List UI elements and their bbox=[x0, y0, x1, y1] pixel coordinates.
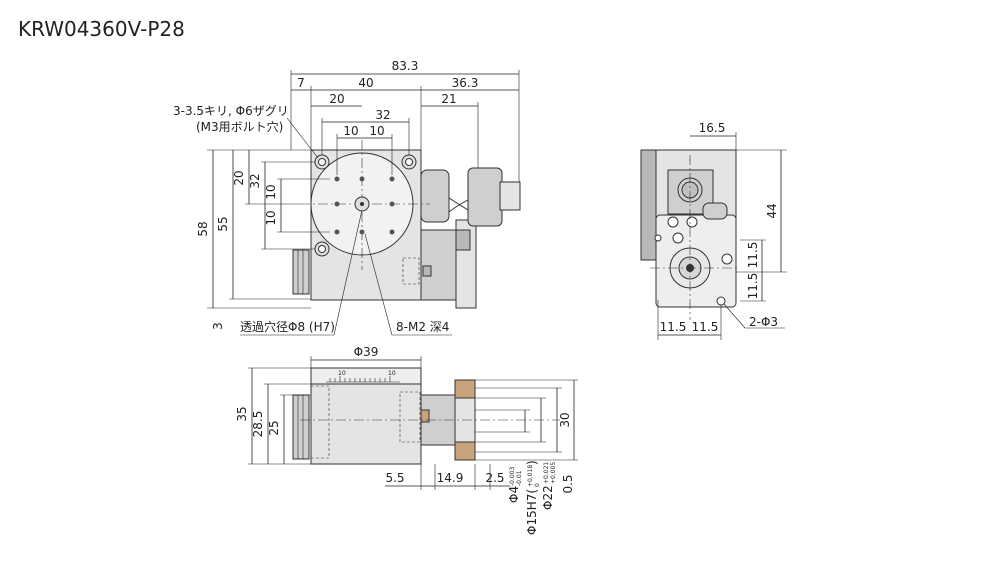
section-hatch-top bbox=[454, 379, 476, 399]
svg-text:+0.005: +0.005 bbox=[550, 462, 557, 484]
svg-text:+0.021: +0.021 bbox=[543, 462, 550, 484]
dim-32-h: 32 bbox=[375, 108, 390, 122]
dim-2-5: 2.5 bbox=[485, 471, 504, 485]
dim-21: 21 bbox=[441, 92, 456, 106]
dim-14-9: 14.9 bbox=[437, 471, 464, 485]
phi22-label: Φ22 +0.021 +0.005 bbox=[541, 462, 557, 510]
top-view: 83.3 7 40 36.3 20 21 32 10 10 3-3.5キリ, Φ… bbox=[173, 59, 521, 336]
dim-58: 58 bbox=[196, 221, 210, 236]
knob-left bbox=[292, 249, 310, 295]
dim-11-5-h1: 11.5 bbox=[660, 320, 687, 334]
dim-3: 3 bbox=[211, 322, 225, 330]
connector-housing bbox=[467, 167, 503, 227]
top-dimensions: 83.3 7 40 36.3 20 21 32 10 10 bbox=[290, 59, 520, 182]
dim-7: 7 bbox=[297, 76, 305, 90]
dim-30: 30 bbox=[558, 412, 572, 427]
dim-0-5: 0.5 bbox=[561, 474, 575, 493]
dim-16-5: 16.5 bbox=[699, 121, 726, 135]
svg-text:-0.003: -0.003 bbox=[509, 466, 516, 486]
dim-10-b: 10 bbox=[369, 124, 384, 138]
dim-20: 20 bbox=[329, 92, 344, 106]
counterbore-note-2: (M3用ボルト穴) bbox=[196, 119, 283, 134]
section-hatch-bottom bbox=[454, 441, 476, 461]
phi4-label: Φ4 -0.003 -0.01 bbox=[507, 466, 523, 503]
svg-text:+0.018: +0.018 bbox=[527, 465, 534, 487]
svg-text:): ) bbox=[525, 460, 539, 465]
motor-housing bbox=[420, 169, 450, 223]
front-view: 10 10 Φ39 35 28.5 25 30 bbox=[235, 345, 578, 535]
dim-20-v: 20 bbox=[232, 170, 246, 185]
dim-phi39: Φ39 bbox=[354, 345, 379, 359]
svg-text:0: 0 bbox=[534, 483, 541, 487]
dim-32-v: 32 bbox=[248, 173, 262, 188]
dim-55: 55 bbox=[216, 216, 230, 231]
dim-40: 40 bbox=[358, 76, 373, 90]
tapped-holes bbox=[334, 176, 395, 235]
counterbore-note-1: 3-3.5キリ, Φ6ザグリ bbox=[173, 104, 289, 118]
side-view: 16.5 44 11.5 11.5 11.5 11.5 2-Φ3 bbox=[640, 121, 787, 340]
dim-10-a: 10 bbox=[343, 124, 358, 138]
angle-scale: 10 10 bbox=[326, 370, 400, 383]
pin-hole-note: 2-Φ3 bbox=[749, 315, 778, 329]
dim-11-5-v1: 11.5 bbox=[746, 242, 760, 269]
scale-left-label: 10 bbox=[338, 370, 346, 377]
dim-44: 44 bbox=[765, 203, 779, 218]
phi15-label: Φ15H7( +0.018 0 ) bbox=[525, 460, 541, 535]
scale-right-label: 10 bbox=[388, 370, 396, 377]
drawing-title: KRW04360V-P28 bbox=[18, 17, 185, 41]
svg-text:Φ4: Φ4 bbox=[507, 486, 521, 503]
dim-36-3: 36.3 bbox=[452, 76, 479, 90]
dim-35: 35 bbox=[235, 406, 249, 421]
through-hole-note: 透過穴径Φ8 (H7) bbox=[240, 319, 335, 334]
dim-28-5: 28.5 bbox=[251, 411, 265, 438]
dim-10-v1: 10 bbox=[264, 184, 278, 199]
dim-11-5-h2: 11.5 bbox=[692, 320, 719, 334]
svg-text:Φ22: Φ22 bbox=[541, 485, 555, 510]
dim-10-v2: 10 bbox=[264, 210, 278, 225]
left-dimensions: 58 55 20 32 10 10 3 bbox=[196, 149, 330, 330]
dim-11-5-v2: 11.5 bbox=[746, 273, 760, 300]
drive-block bbox=[420, 229, 457, 301]
svg-text:Φ15H7(: Φ15H7( bbox=[525, 489, 539, 535]
dim-5-5: 5.5 bbox=[385, 471, 404, 485]
tapped-hole-note: 8-M2 深4 bbox=[396, 320, 449, 334]
svg-text:-0.01: -0.01 bbox=[516, 470, 523, 486]
dim-25: 25 bbox=[267, 420, 281, 435]
dim-overall-width: 83.3 bbox=[392, 59, 419, 73]
